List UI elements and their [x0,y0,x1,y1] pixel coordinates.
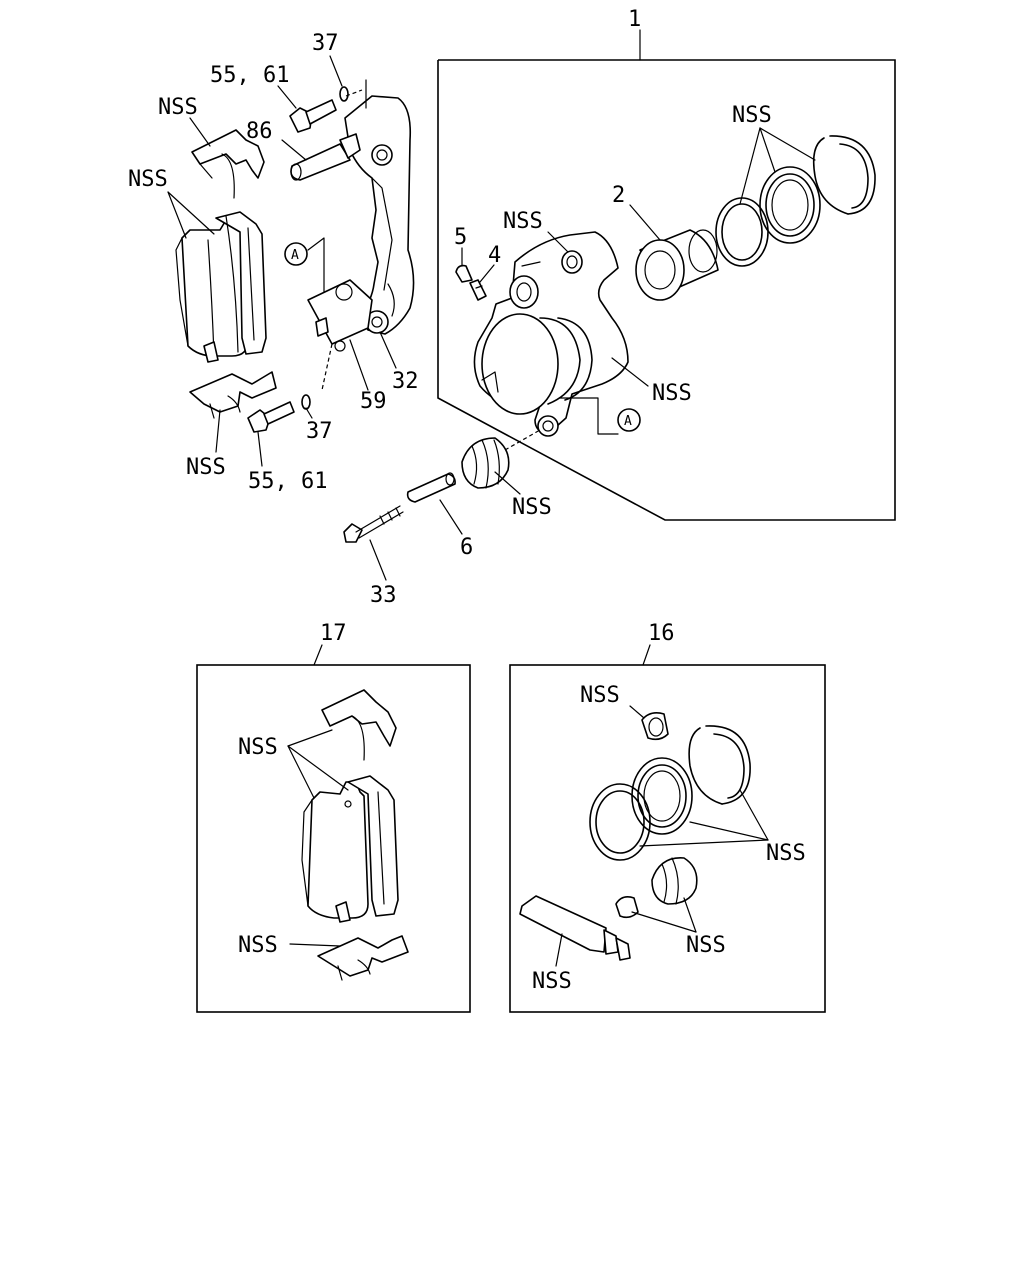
label-33: 33 [370,583,397,608]
seal-kit-box [509,644,826,1013]
label-nss-caliper-top: NSS [503,209,543,234]
label-55-61-top: 55, 61 [210,63,289,88]
caliper-body [473,231,629,437]
brake-pad-inner [215,211,267,355]
kit16-grease-tube [519,895,631,961]
label-37-bottom: 37 [306,419,333,444]
label-17: 17 [320,621,347,646]
label-4: 4 [488,243,501,268]
pad-kit-box [196,644,471,1013]
washer-top [339,86,349,102]
kit16-small-boot [615,896,639,919]
label-86: 86 [246,119,273,144]
label-nss-clip-top: NSS [158,95,198,120]
bracket-bolt-bottom [247,401,295,433]
label-nss-seals: NSS [732,103,772,128]
kit17-pad-inner [347,775,399,917]
piston [635,229,719,301]
bleeder-screw [469,279,487,301]
label-nss-pads: NSS [128,167,168,192]
label-nss-kit17-top: NSS [238,735,278,760]
washer-bottom [301,394,311,410]
label-32: 32 [392,369,419,394]
retaining-ring [812,135,876,215]
shim-59 [307,279,373,352]
label-nss-kit16-grease: NSS [532,969,572,994]
label-59: 59 [360,389,387,414]
label-nss-clip-bottom: NSS [186,455,226,480]
kit17-clip-top [321,689,397,761]
kit16-bushing [641,712,669,741]
label-16: 16 [648,621,675,646]
label-nss-boot: NSS [512,495,552,520]
label-2: 2 [612,183,625,208]
label-6: 6 [460,535,473,560]
label-ref-a-right: A [624,414,632,429]
ref-a-circle-left [284,242,308,266]
label-nss-kit16-seals: NSS [766,841,806,866]
caliper-assembly-box [437,29,896,521]
kit16-retaining-ring [688,725,751,805]
guide-sleeve [406,472,456,503]
label-37-top: 37 [312,31,339,56]
label-55-61-bottom: 55, 61 [248,469,327,494]
label-nss-kit16-boots: NSS [686,933,726,958]
label-5: 5 [454,225,467,250]
label-nss-caliper-body: NSS [652,381,692,406]
ref-a-circle-right [617,408,641,432]
kit17-clip-bottom [317,935,409,981]
label-ref-a-left: A [291,248,299,263]
guide-pin-boot [461,437,510,489]
bracket-bolt-top [289,99,337,133]
dust-boot [759,166,821,244]
caliper-bolt-33 [343,505,404,543]
label-nss-kit17-bottom: NSS [238,933,278,958]
label-1: 1 [628,7,641,32]
kit16-dust-boot [631,757,693,835]
kit17-pad-outer [301,781,369,923]
guide-pin-86 [290,133,361,181]
kit16-guide-boot [651,857,698,905]
pad-clip-bottom [189,371,277,419]
pad-clip-top [191,129,265,199]
caliper-bracket [344,95,415,335]
bleeder-cap [455,264,473,283]
label-nss-kit16-top: NSS [580,683,620,708]
